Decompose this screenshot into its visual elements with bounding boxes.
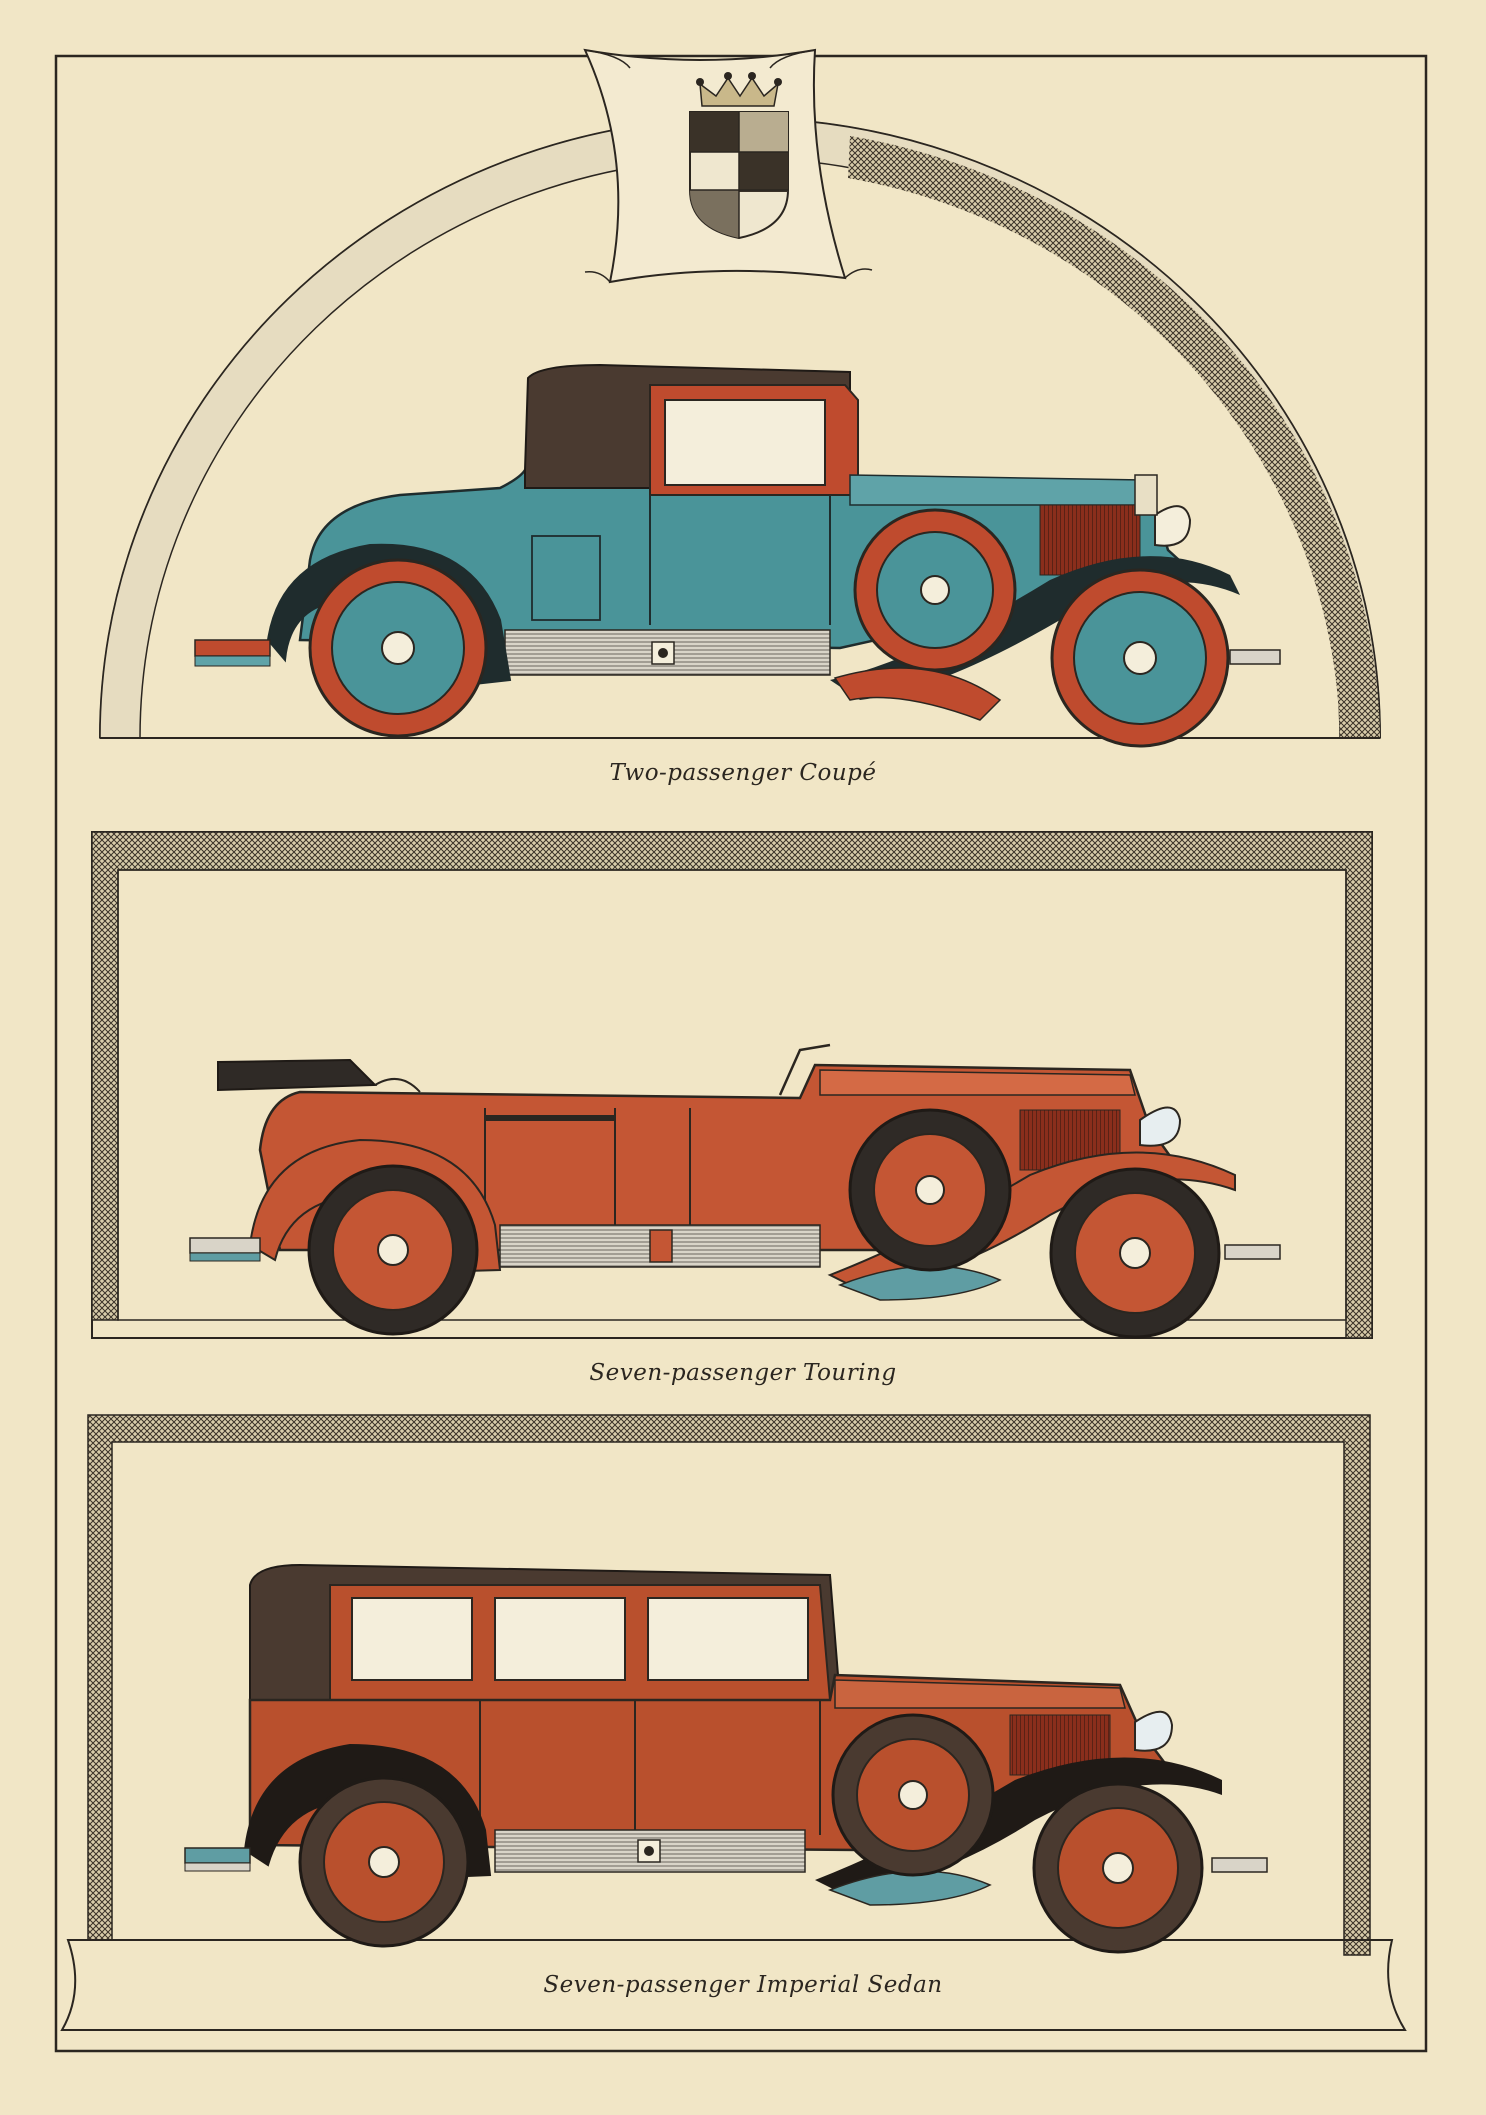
caption-coupe: Two-passenger Coupé	[609, 760, 877, 786]
caption-sedan: Seven-passenger Imperial Sedan	[543, 1972, 943, 1998]
coupe-panel	[99, 48, 1381, 748]
touring-front-wheel	[1049, 1167, 1221, 1339]
touring-panel	[91, 831, 1373, 1339]
arch-hatch	[848, 136, 1380, 738]
touring-car	[189, 1043, 1281, 1339]
sedan-window-rear	[351, 1597, 473, 1681]
sedan-window-front	[647, 1597, 809, 1681]
caption-touring: Seven-passenger Touring	[589, 1360, 897, 1386]
sedan-window-middle	[494, 1597, 626, 1681]
cadillac-crest-icon	[583, 48, 873, 284]
sedan-rear-wheel	[298, 1776, 470, 1948]
coupe-window	[664, 399, 826, 486]
sedan-caption-plinth	[60, 1939, 1407, 2031]
coupe-car	[194, 363, 1281, 748]
touring-rear-wheel	[307, 1164, 479, 1336]
coupe-front-wheel	[1050, 568, 1230, 748]
sedan-panel	[60, 1414, 1407, 2031]
outer-frame	[54, 54, 1428, 2053]
sedan-front-wheel	[1032, 1782, 1204, 1954]
sedan-car	[184, 1563, 1268, 1954]
coupe-rear-wheel	[308, 558, 488, 738]
